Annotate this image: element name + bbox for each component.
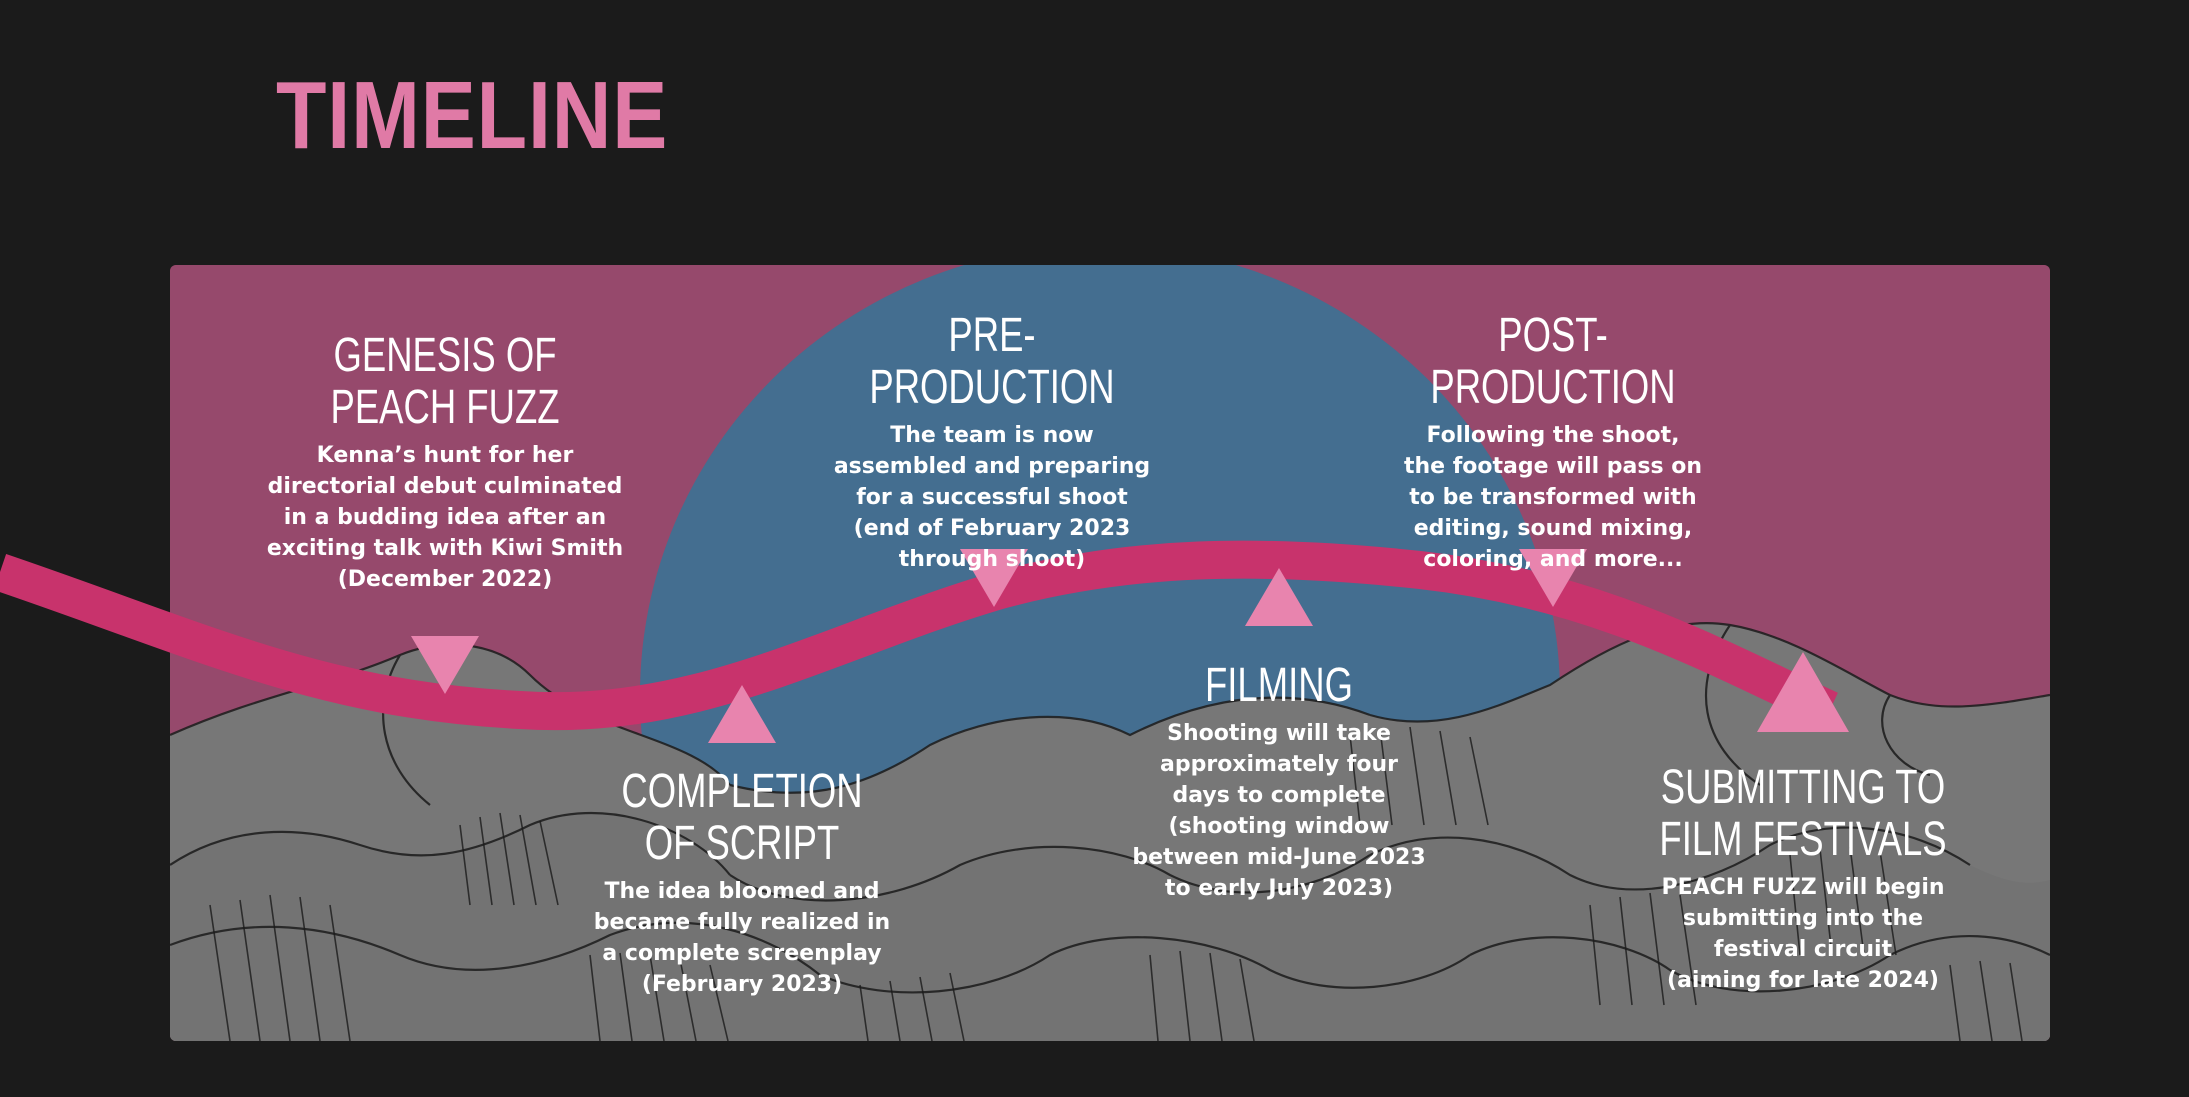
marker-pre-production (960, 549, 1028, 607)
milestone-festivals: SUBMITTING TO FILM FESTIVALS PEACH FUZZ … (1603, 762, 2003, 996)
marker-genesis (411, 636, 479, 694)
milestone-completion: COMPLETION OF SCRIPT The idea bloomed an… (542, 766, 942, 1000)
front-waves (170, 813, 2050, 1041)
milestone-description: PEACH FUZZ will begin submitting into th… (1661, 875, 1945, 993)
milestone-title: SUBMITTING TO FILM FESTIVALS (1659, 761, 1947, 866)
milestone-description: Kenna’s hunt for her directorial debut c… (266, 443, 624, 592)
milestone-title: PRE-PRODUCTION (869, 309, 1115, 414)
milestone-title: COMPLETION OF SCRIPT (621, 765, 863, 870)
milestone-title: POST-PRODUCTION (1430, 309, 1676, 414)
milestone-title: FILMING (1205, 659, 1353, 712)
milestone-title: GENESIS OF PEACH FUZZ (330, 329, 560, 434)
milestone-description: Shooting will take approximately four da… (1132, 721, 1426, 901)
milestone-description: The team is now assembled and preparing … (833, 423, 1151, 572)
page-title: TIMELINE (276, 62, 669, 169)
marker-post-production (1519, 549, 1587, 607)
milestone-filming: FILMING Shooting will take approximately… (1079, 660, 1479, 904)
milestone-pre-production: PRE-PRODUCTION The team is now assembled… (792, 310, 1192, 575)
marker-completion (708, 685, 776, 743)
milestone-description: The idea bloomed and became fully realiz… (593, 879, 891, 997)
milestone-description: Following the shoot, the footage will pa… (1403, 423, 1703, 572)
marker-filming (1245, 568, 1313, 626)
milestone-genesis: GENESIS OF PEACH FUZZ Kenna’s hunt for h… (245, 330, 645, 595)
marker-festivals (1757, 652, 1849, 732)
wave-hatching (209, 726, 2023, 1041)
milestone-post-production: POST-PRODUCTION Following the shoot, the… (1353, 310, 1753, 575)
